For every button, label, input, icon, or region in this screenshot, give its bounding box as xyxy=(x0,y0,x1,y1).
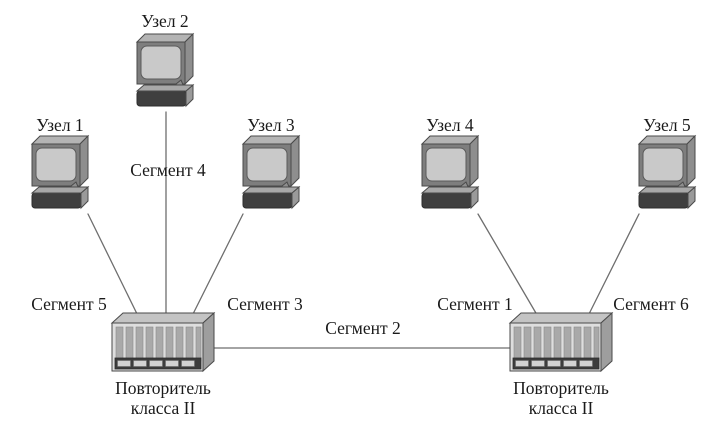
link-node1-to-repeater-left xyxy=(87,213,141,321)
segment-3-label: Сегмент 3 xyxy=(227,294,303,314)
repeater-right-label-line1: Повторитель xyxy=(513,378,609,398)
node-4[interactable] xyxy=(421,135,479,209)
repeater-left-label-line2: класса II xyxy=(131,398,196,418)
segment-5-label: Сегмент 5 xyxy=(31,294,107,314)
node-3[interactable] xyxy=(242,135,300,209)
repeater-right-label-line2: класса II xyxy=(529,398,594,418)
computer-monitor-icon xyxy=(136,33,194,107)
node-1[interactable] xyxy=(31,135,89,209)
computer-monitor-icon xyxy=(421,135,479,209)
link-node5-to-repeater-right xyxy=(585,213,640,321)
link-node4-to-repeater-right xyxy=(477,213,541,321)
repeater-hub-icon xyxy=(111,312,215,372)
node-5-label: Узел 5 xyxy=(643,115,691,135)
repeater-left-label-line1: Повторитель xyxy=(115,378,211,398)
segment-4-label: Сегмент 4 xyxy=(130,160,206,180)
computer-monitor-icon xyxy=(638,135,696,209)
segment-6-label: Сегмент 6 xyxy=(613,294,689,314)
segment-1-label: Сегмент 1 xyxy=(437,294,513,314)
connection-lines-group xyxy=(87,111,640,349)
node-5[interactable] xyxy=(638,135,696,209)
node-2-label: Узел 2 xyxy=(141,11,188,31)
node-4-label: Узел 4 xyxy=(426,115,474,135)
node-1-label: Узел 1 xyxy=(36,115,83,135)
link-node3-to-repeater-left xyxy=(189,213,244,321)
computer-monitor-icon xyxy=(31,135,89,209)
node-2[interactable] xyxy=(136,33,194,107)
computer-monitor-icon xyxy=(242,135,300,209)
repeater-left[interactable] xyxy=(111,312,215,372)
node-3-label: Узел 3 xyxy=(247,115,295,135)
repeater-hub-icon xyxy=(509,312,613,372)
repeater-right[interactable] xyxy=(509,312,613,372)
segment-2-label: Сегмент 2 xyxy=(325,318,401,338)
